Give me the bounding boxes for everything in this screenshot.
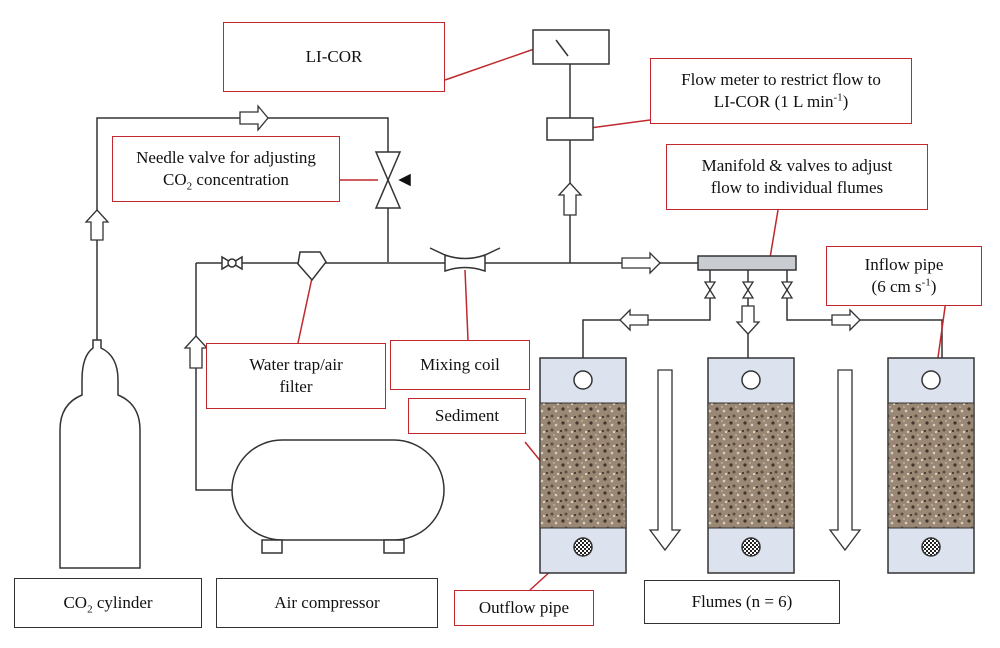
inflow-pipe-icon — [573, 370, 593, 390]
flume-feed-left — [582, 270, 711, 358]
inflow-pipe-icon — [741, 370, 761, 390]
outflow-pipe-label: Outflow pipe — [454, 590, 594, 626]
flow-meter-label: Flow meter to restrict flow to LI-COR (1… — [650, 58, 912, 124]
hatched-circle-icon — [573, 537, 593, 557]
inflow-pipe-icon — [921, 370, 941, 390]
gauge-icon — [532, 29, 610, 65]
flume-middle — [707, 357, 795, 574]
pipework — [96, 46, 947, 591]
flume-right — [887, 357, 975, 574]
inflow-pipe-label: Inflow pipe (6 cm s-1) — [826, 246, 982, 306]
flow-meter-icon — [546, 117, 594, 141]
co2-cylinder-label: CO2 cylinder — [14, 578, 202, 628]
water-trap-icon — [297, 251, 327, 282]
flume-left — [539, 357, 627, 574]
flow-arrow-icon — [84, 104, 862, 552]
manifold-label: Manifold & valves to adjust flow to indi… — [666, 144, 928, 210]
air-compressor-icon — [231, 439, 445, 554]
needle-valve-label: Needle valve for adjusting CO2 concentra… — [112, 136, 340, 202]
flumes-label: Flumes (n = 6) — [644, 580, 840, 624]
sediment-label: Sediment — [408, 398, 526, 434]
licor-label: LI-COR — [223, 22, 445, 92]
water-trap-label: Water trap/air filter — [206, 343, 386, 409]
co2-cylinder-icon — [59, 339, 141, 569]
valve-icon — [221, 255, 243, 271]
hatched-circle-icon — [921, 537, 941, 557]
hatched-circle-icon — [741, 537, 761, 557]
mixing-coil-icon — [429, 247, 501, 273]
manifold-icon — [697, 255, 797, 299]
needle-valve-icon — [374, 151, 411, 209]
air-compressor-label: Air compressor — [216, 578, 438, 628]
mixing-coil-label: Mixing coil — [390, 340, 530, 390]
